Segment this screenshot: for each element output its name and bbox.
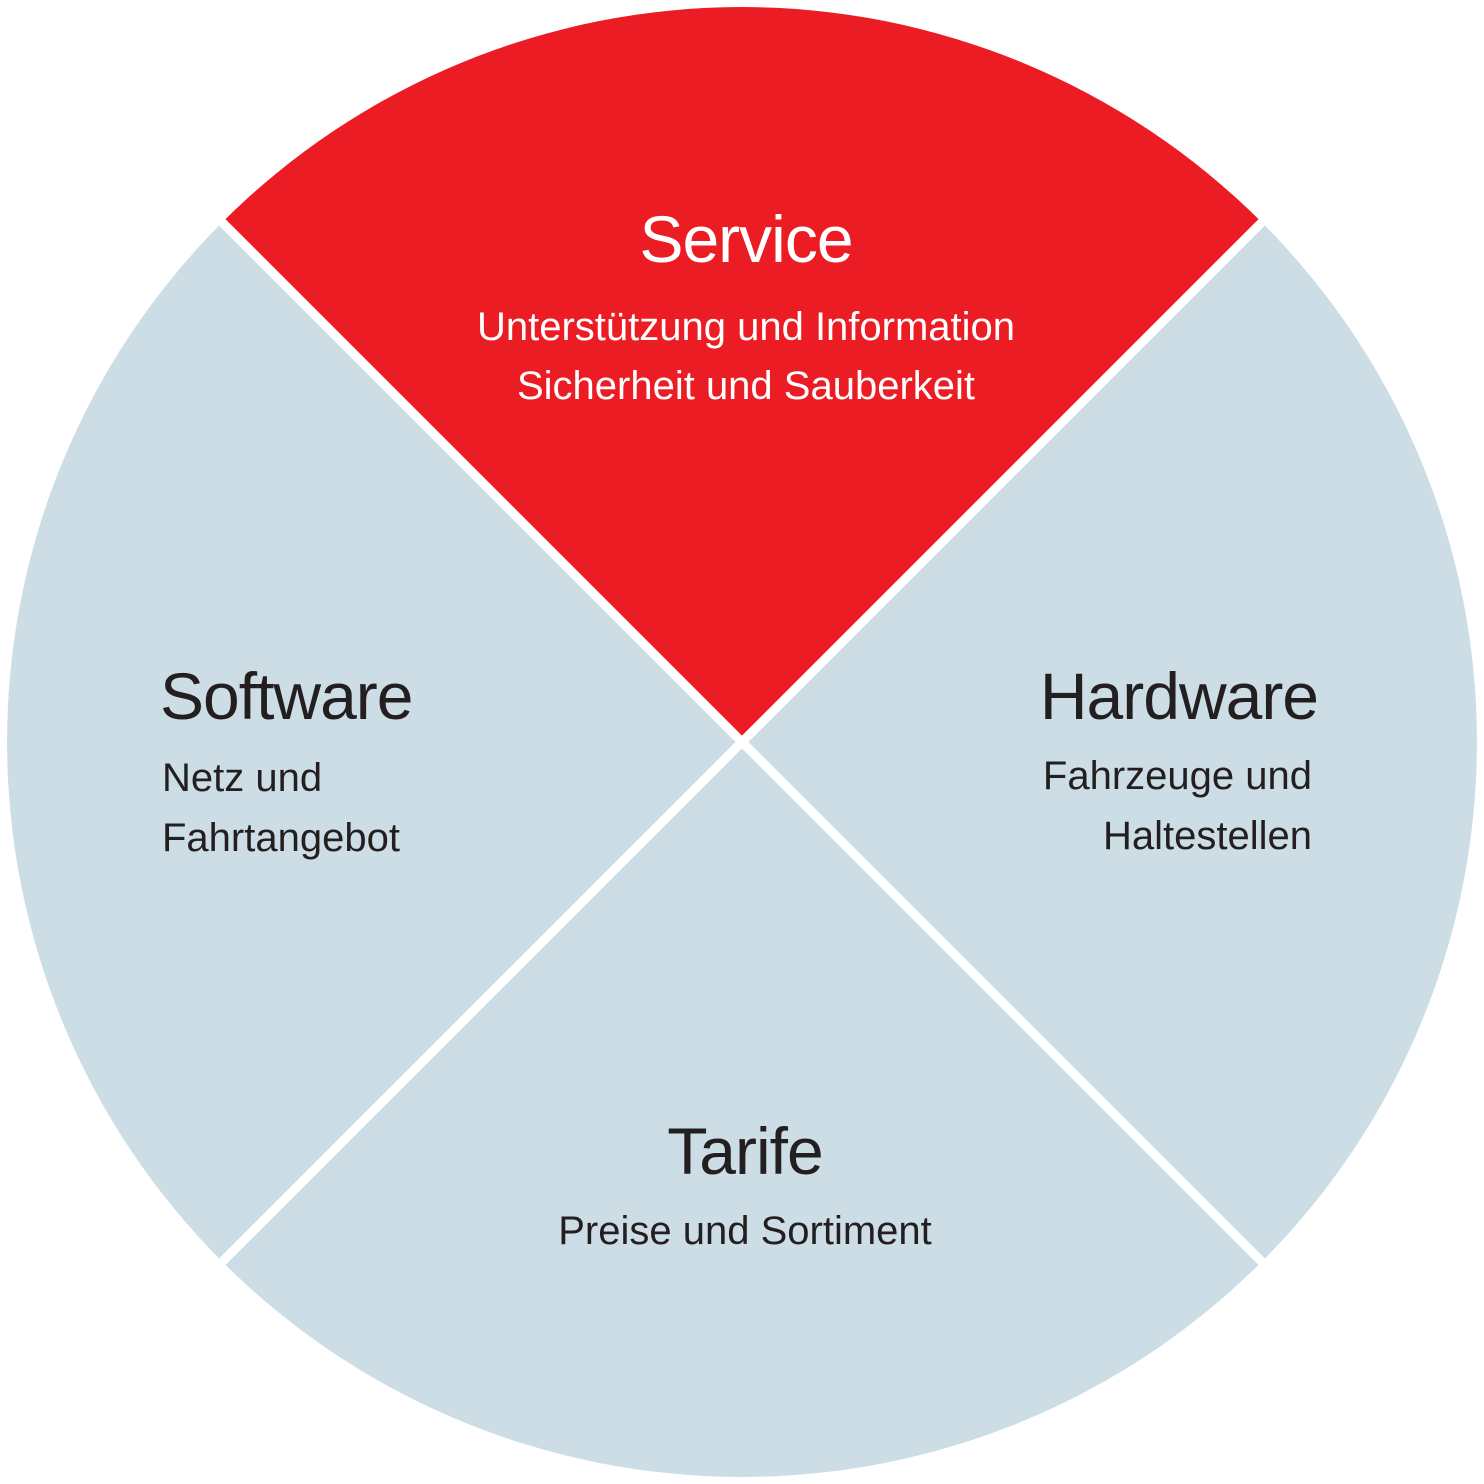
service-title: Service	[639, 202, 852, 276]
software-line-2: Fahrtangebot	[162, 816, 400, 860]
sector-software	[7, 222, 742, 1262]
sector-tarife	[222, 742, 1262, 1477]
tarife-title: Tarife	[667, 1114, 822, 1188]
hardware-title: Hardware	[1040, 659, 1318, 733]
sector-hardware	[742, 222, 1477, 1262]
service-line-2: Sicherheit und Sauberkeit	[517, 364, 975, 408]
service-line-1: Unterstützung und Information	[477, 305, 1015, 349]
tarife-line-1: Preise und Sortiment	[558, 1209, 932, 1253]
hardware-line-1: Fahrzeuge und	[1043, 754, 1312, 798]
software-title: Software	[160, 659, 412, 733]
software-line-1: Netz und	[162, 756, 322, 800]
hardware-line-2: Haltestellen	[1103, 814, 1312, 858]
divider-line	[208, 208, 1276, 1276]
sector-service	[222, 7, 1262, 743]
